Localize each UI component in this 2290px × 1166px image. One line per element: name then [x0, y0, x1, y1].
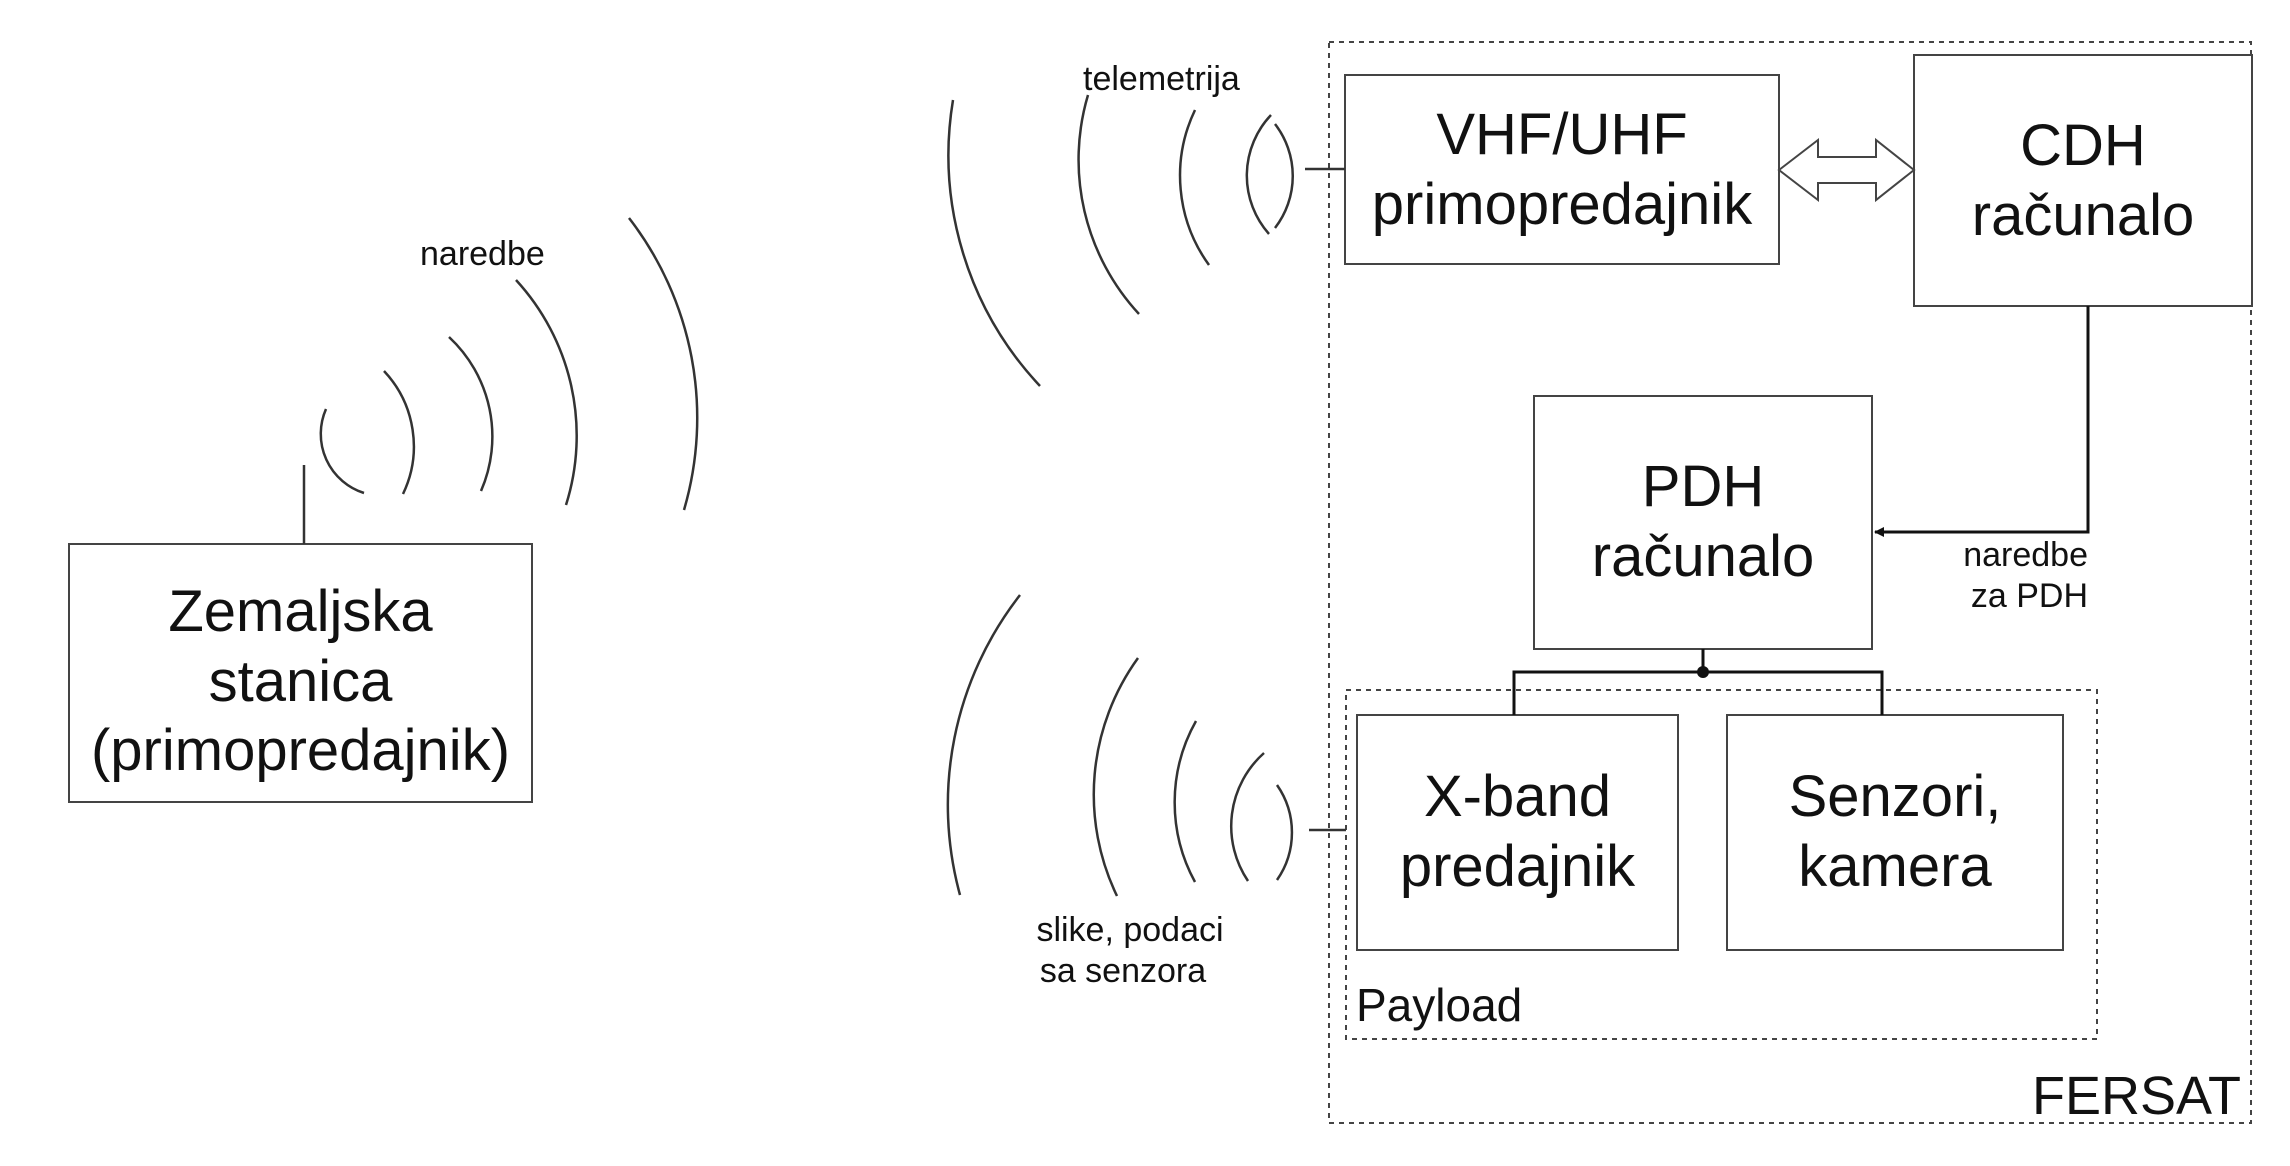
bidirectional-arrow — [1777, 137, 1916, 203]
pdh-command-line2: za PDH — [1970, 576, 2088, 615]
vhf-uhf-label: VHF/UHF primopredajnik — [1345, 100, 1779, 239]
pdh-line1: PDH — [1641, 454, 1765, 519]
xband-label: X-band predajnik — [1357, 762, 1678, 901]
telemetry-waves — [947, 94, 1272, 387]
sensors-box — [1726, 714, 2064, 951]
bus-to-xband — [1512, 670, 1703, 715]
fersat-label: FERSAT — [2032, 1066, 2242, 1126]
pdh-command-line1: naredbe — [1963, 536, 2088, 574]
ground-station-box — [68, 543, 533, 803]
vhf-uhf-line1: VHF/UHF — [1436, 102, 1688, 167]
cdh-to-pdh-connector — [1874, 306, 2090, 537]
ground-station-line2: stanica — [208, 648, 393, 714]
cdh-line1: CDH — [2020, 113, 2146, 178]
ground-antenna-icon — [302, 408, 365, 544]
pdh-line2: računalo — [1591, 523, 1815, 589]
bus-to-sensors — [1703, 670, 1884, 715]
vhf-uhf-line2: primopredajnik — [1371, 171, 1753, 237]
pdh-box — [1533, 395, 1873, 650]
xband-line1: X-band — [1423, 764, 1612, 829]
cdh-line2: računalo — [1971, 182, 2195, 248]
fersat-container — [1328, 41, 2252, 1124]
telemetry-antenna-icon — [1274, 123, 1345, 229]
uplink-waves — [383, 217, 699, 511]
payload-label: Payload — [1356, 979, 1523, 1031]
cdh-label: CDH računalo — [1914, 111, 2252, 250]
pdh-command-label: naredbe za PDH — [1940, 535, 2088, 617]
downlink-line2: sa senzora — [1039, 951, 1207, 990]
sensors-line2: kamera — [1798, 833, 1992, 899]
downlink-label: slike, podaci sa senzora — [1010, 910, 1250, 992]
pdh-label: PDH računalo — [1534, 452, 1872, 591]
uplink-label: naredbe — [420, 235, 545, 273]
xband-line2: predajnik — [1399, 833, 1636, 899]
sensors-line1: Senzori, — [1788, 764, 2002, 829]
vhf-uhf-box — [1344, 74, 1780, 265]
ground-station-line3: (primopredajnik) — [90, 718, 511, 784]
sensors-label: Senzori, kamera — [1727, 762, 2063, 901]
cdh-box — [1913, 54, 2253, 307]
downlink-waves — [946, 594, 1265, 897]
ground-station-line1: Zemaljska — [168, 579, 433, 644]
xband-box — [1356, 714, 1679, 951]
xband-antenna-icon — [1275, 784, 1346, 881]
ground-station-label: Zemaljska stanica (primopredajnik) — [69, 577, 532, 786]
downlink-line1: slike, podaci — [1036, 911, 1224, 949]
telemetry-label: telemetrija — [1083, 60, 1240, 98]
